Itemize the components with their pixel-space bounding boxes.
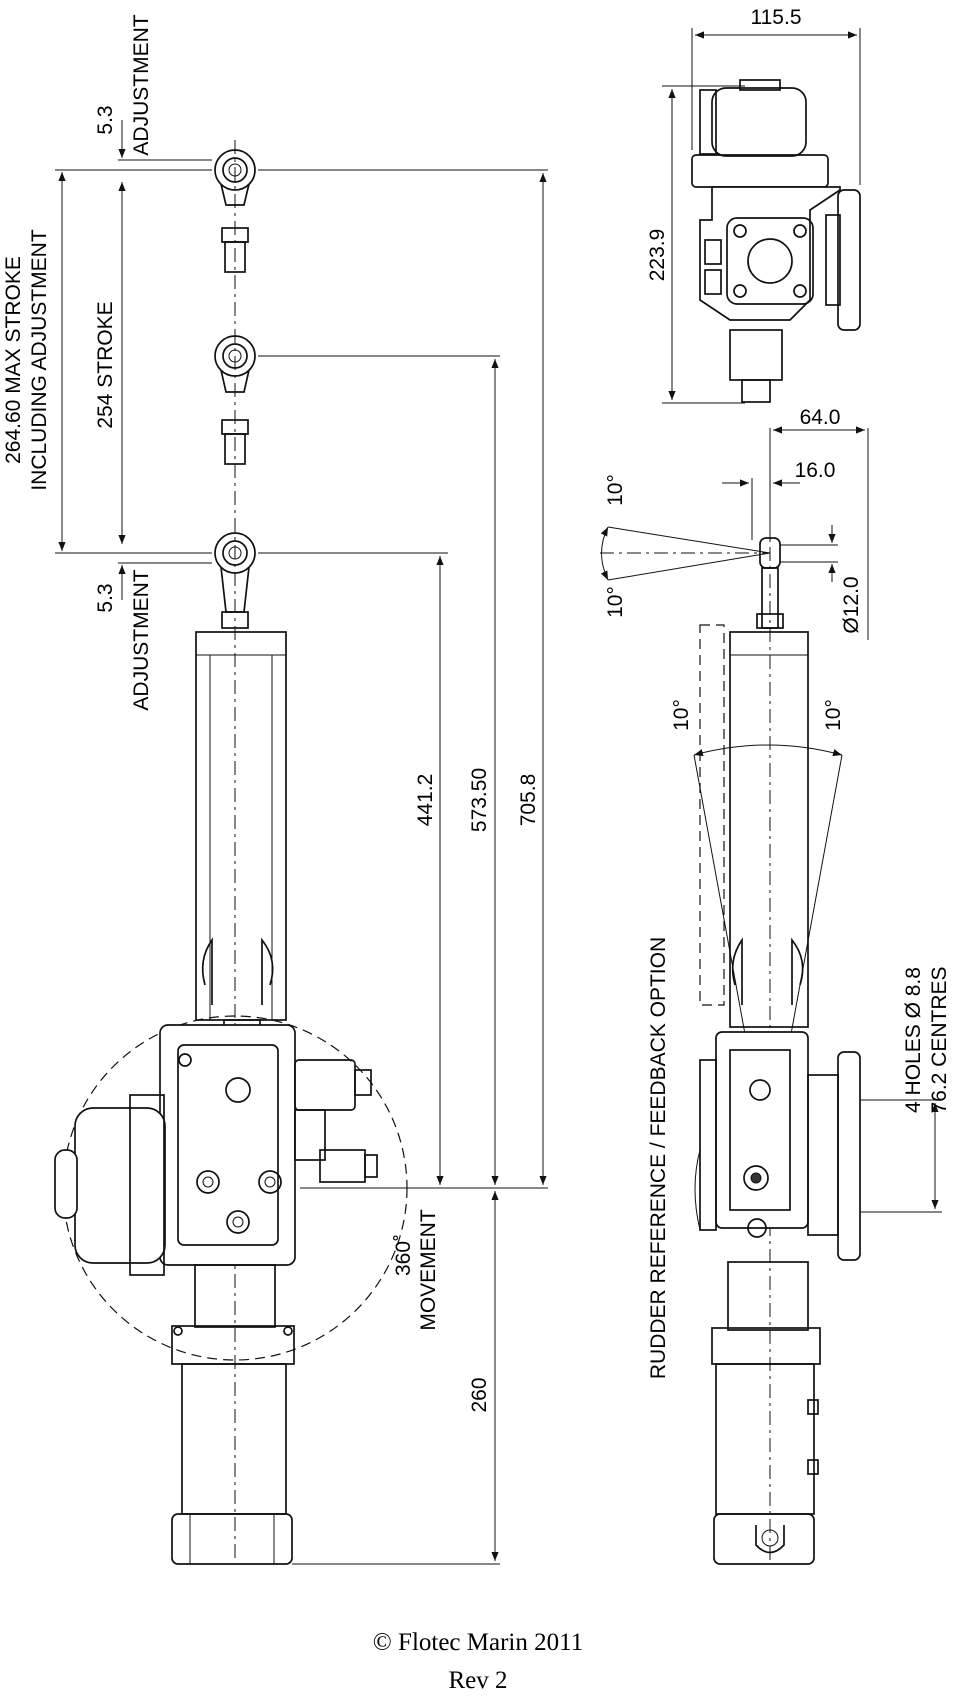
end-view: 115.5 223.9	[646, 6, 861, 404]
pump-body	[54, 1024, 378, 1276]
max-stroke-label-1: 264.60 MAX STROKE	[2, 256, 25, 464]
movement-label: MOVEMENT	[417, 1209, 440, 1331]
dim-16-label: 16.0	[795, 459, 836, 482]
side-extension-lines	[55, 159, 548, 1565]
cylinder-barrel	[195, 631, 287, 1041]
revision-text: Rev 2	[448, 1667, 507, 1694]
holes-label-2: 76.2 CENTRES	[928, 966, 951, 1113]
dim-260-label: 260	[468, 1377, 491, 1412]
adjust-top-value: 5.3	[94, 105, 117, 134]
side-dimension-lines	[58, 120, 547, 1561]
end-width-label: 115.5	[751, 6, 802, 29]
feedback-arm-dashed	[699, 624, 725, 1006]
movement-angle-label: 360˚	[392, 1234, 415, 1276]
dim-dia12-label: Ø12.0	[840, 576, 863, 633]
dim-64-label: 64.0	[800, 406, 841, 429]
rod-end-middle	[214, 335, 256, 465]
lower-cylinder	[171, 1264, 295, 1565]
dim-573-label: 573.50	[468, 768, 491, 832]
angle-right-label: 10°	[822, 699, 845, 731]
adjust-bottom-label: ADJUSTMENT	[130, 569, 153, 710]
rudder-view: 64.0 16.0 Ø12.0 10° 10° 10° 10° 4 HOLES …	[600, 406, 951, 1565]
holes-label-1: 4 HOLES Ø 8.8	[902, 967, 925, 1113]
angle-left-label: 10°	[670, 699, 693, 731]
adjust-top-label: ADJUSTMENT	[130, 14, 153, 155]
rod-end-top	[214, 149, 256, 273]
adjust-bottom-value: 5.3	[94, 583, 117, 612]
angle-bottom-label: 10°	[604, 586, 627, 618]
side-view: 264.60 MAX STROKE INCLUDING ADJUSTMENT 2…	[2, 14, 548, 1565]
stroke-label: 254 STROKE	[94, 301, 117, 428]
dim-441-label: 441.2	[414, 774, 437, 827]
end-height-label: 223.9	[646, 229, 669, 282]
copyright-text: © Flotec Marin 2011	[373, 1629, 583, 1656]
rudder-view-title: RUDDER REFERENCE / FEEDBACK OPTION	[647, 937, 670, 1379]
dim-705-label: 705.8	[517, 774, 540, 827]
rod-end-bottom	[214, 532, 256, 629]
max-stroke-label-2: INCLUDING ADJUSTMENT	[28, 229, 51, 491]
angle-top-label: 10°	[604, 474, 627, 506]
